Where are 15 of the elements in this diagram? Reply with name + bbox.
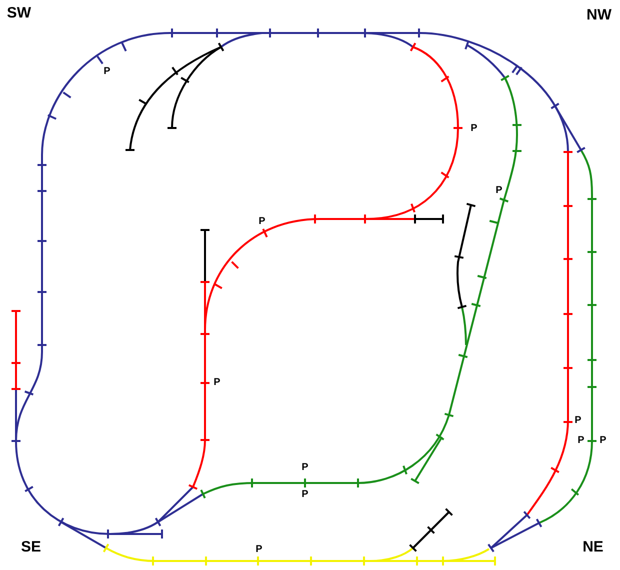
compass-label: NW <box>586 8 612 22</box>
marker-label: P <box>214 378 220 388</box>
marker-label: P <box>470 124 478 134</box>
compass-label: NE <box>582 540 604 554</box>
marker-label: P <box>496 186 502 196</box>
compass-label: SW <box>6 6 32 20</box>
marker-label: P <box>302 463 308 473</box>
marker-label: P <box>256 545 262 555</box>
marker-label: P <box>578 436 584 446</box>
marker-label: P <box>104 67 110 77</box>
marker-label: P <box>574 416 582 426</box>
marker-label: P <box>302 490 308 500</box>
compass-label: SE <box>21 540 41 554</box>
marker-label: P <box>258 217 266 227</box>
marker-label: P <box>600 436 606 446</box>
